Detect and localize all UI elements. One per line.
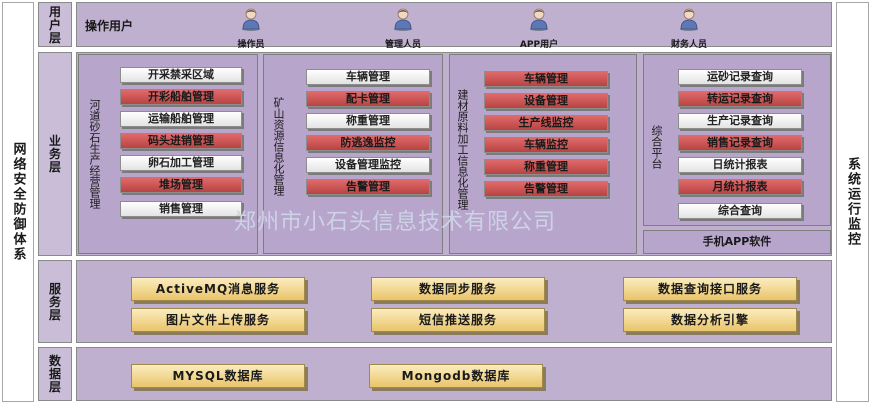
module-button[interactable]: 运砂记录查询 — [678, 69, 802, 85]
service-layer-band: ActiveMQ消息服务 数据同步服务 数据查询接口服务 图片文件上传服务 短信… — [76, 260, 832, 343]
panel-river-sand: 河道砂石生产经营管理 开采禁采区域 开彩船舶管理 运输船舶管理 码头进销管理 卵… — [78, 54, 258, 254]
monitoring-column-label: 系统运行监控 — [845, 157, 860, 247]
module-button[interactable]: 防逃逸监控 — [306, 135, 430, 151]
company-watermark: 郑州市小石头信息技术有限公司 — [234, 210, 557, 235]
module-button[interactable]: 车辆管理 — [484, 71, 608, 87]
module-button[interactable]: 日统计报表 — [678, 157, 802, 173]
user-name: 操作员 — [237, 40, 265, 50]
security-column-label: 网络安全防御体系 — [10, 142, 26, 262]
module-button[interactable]: 运输船舶管理 — [120, 111, 242, 127]
business-layer-text: 业务层 — [47, 134, 62, 174]
service-box[interactable]: ActiveMQ消息服务 — [131, 277, 305, 301]
panel-title: 矿山资源信息化管理 — [272, 97, 285, 196]
operators-title: 操作用户 — [85, 19, 134, 33]
person-icon — [530, 8, 548, 31]
user-layer-band: 操作用户 操作员 管理人员 APP用户 — [76, 2, 832, 50]
person-icon — [242, 8, 260, 31]
user-name: 财务人员 — [670, 40, 707, 50]
module-button[interactable]: 转运记录查询 — [678, 91, 802, 107]
module-button[interactable]: 月统计报表 — [678, 179, 802, 195]
panel-building-materials: 建材原料加工信息化管理 车辆管理 设备管理 生产线监控 车辆监控 称重管理 告警… — [449, 54, 637, 254]
user-layer-label: 用户层 — [38, 2, 72, 47]
module-button[interactable]: 生产记录查询 — [678, 113, 802, 129]
user-manager: 管理人员 — [363, 7, 443, 50]
panel-title: 建材原料加工信息化管理 — [456, 89, 469, 210]
user-finance: 财务人员 — [649, 7, 729, 50]
user-name: APP用户 — [519, 40, 559, 50]
service-layer-label: 服务层 — [38, 260, 72, 343]
user-app: APP用户 — [499, 7, 579, 50]
service-box[interactable]: 数据分析引擎 — [623, 308, 797, 332]
module-button[interactable]: 开采禁采区域 — [120, 67, 242, 83]
module-button[interactable]: 销售记录查询 — [678, 135, 802, 151]
business-layer-label: 业务层 — [38, 52, 72, 256]
user-layer-text: 用户层 — [47, 5, 62, 44]
module-button[interactable]: 称重管理 — [306, 113, 430, 129]
module-button[interactable]: 设备管理监控 — [306, 157, 430, 173]
service-box[interactable]: 短信推送服务 — [371, 308, 545, 332]
service-box[interactable]: 图片文件上传服务 — [131, 308, 305, 332]
panel-title: 河道砂石生产经营管理 — [88, 99, 101, 209]
module-button[interactable]: 车辆监控 — [484, 137, 608, 153]
panel-integrated-platform: 综合平台 运砂记录查询 转运记录查询 生产记录查询 销售记录查询 日统计报表 月… — [643, 54, 831, 226]
data-layer-text: 数据层 — [47, 354, 62, 394]
user-name: 管理人员 — [384, 40, 421, 50]
person-icon — [680, 8, 698, 31]
module-button[interactable]: 开彩船舶管理 — [120, 89, 242, 105]
module-button[interactable]: 配卡管理 — [306, 91, 430, 107]
module-button[interactable]: 设备管理 — [484, 93, 608, 109]
service-box[interactable]: 数据同步服务 — [371, 277, 545, 301]
module-button[interactable]: 生产线监控 — [484, 115, 608, 131]
service-box[interactable]: 数据查询接口服务 — [623, 277, 797, 301]
panel-mine-resources: 矿山资源信息化管理 车辆管理 配卡管理 称重管理 防逃逸监控 设备管理监控 告警… — [263, 54, 443, 254]
service-layer-text: 服务层 — [47, 282, 62, 321]
database-box[interactable]: Mongodb数据库 — [369, 364, 543, 388]
database-box[interactable]: MYSQL数据库 — [131, 364, 305, 388]
user-operator: 操作员 — [211, 7, 291, 50]
module-button[interactable]: 堆场管理 — [120, 177, 242, 193]
module-button[interactable]: 综合查询 — [678, 203, 802, 219]
monitoring-column: 系统运行监控 — [836, 2, 869, 402]
module-button[interactable]: 码头进销管理 — [120, 133, 242, 149]
mobile-app-software: 手机APP软件 — [643, 230, 831, 254]
module-button[interactable]: 销售管理 — [120, 201, 242, 217]
data-layer-label: 数据层 — [38, 347, 72, 401]
panel-title: 综合平台 — [650, 125, 663, 169]
person-icon — [394, 8, 412, 31]
security-column: 网络安全防御体系 — [2, 2, 34, 402]
data-layer-band: MYSQL数据库 Mongodb数据库 — [76, 347, 832, 401]
module-button[interactable]: 告警管理 — [306, 179, 430, 195]
module-button[interactable]: 车辆管理 — [306, 69, 430, 85]
module-button[interactable]: 称重管理 — [484, 159, 608, 175]
module-button[interactable]: 卵石加工管理 — [120, 155, 242, 171]
module-button[interactable]: 告警管理 — [484, 181, 608, 197]
